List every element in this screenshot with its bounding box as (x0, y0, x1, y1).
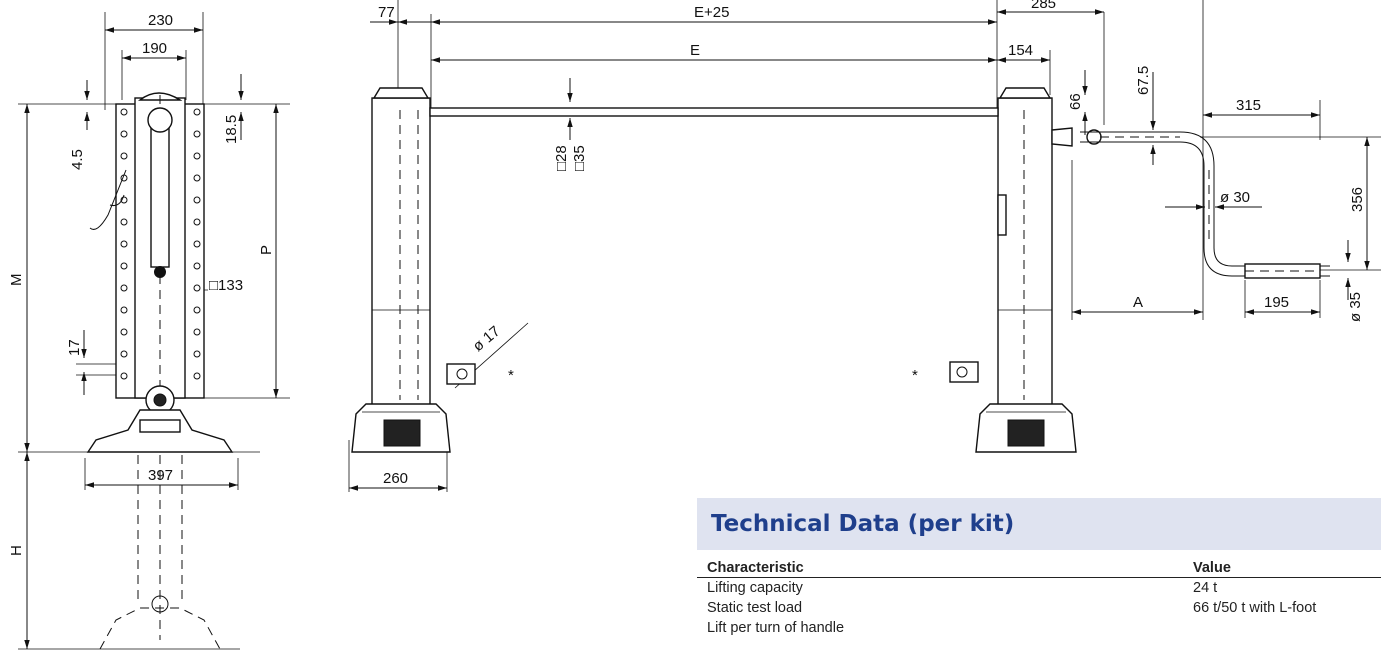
dim-top-width: 285 (1031, 0, 1056, 12)
dim-top-offset: 66 (1067, 93, 1084, 110)
dim-foot-width: 260 (383, 470, 408, 487)
dim-shaft-sq-large: □35 (571, 145, 588, 171)
header-characteristic: Characteristic (697, 558, 1183, 578)
header-value: Value (1183, 558, 1381, 578)
table-header-row: Characteristic Value (697, 558, 1381, 578)
dim-width-inner: 190 (142, 40, 167, 57)
table-row: Static test load 66 t/50 t with L-foot (697, 598, 1381, 618)
row-label: Lift per turn of handle (707, 620, 845, 636)
technical-data-panel: Technical Data (per kit) Characteristic … (697, 498, 1381, 653)
handle-view: 285 67.5 315 356 ø 30 A 195 ø 35 (997, 0, 1381, 322)
dim-grip-length: 195 (1264, 294, 1289, 311)
mounting-holes (120, 108, 201, 380)
dim-height-H: H (8, 545, 25, 556)
dim-offset-top: 4.5 (69, 149, 86, 170)
dim-shaft-sq-small: □28 (553, 145, 570, 171)
dim-rod-dia: ø 30 (1220, 189, 1250, 206)
front-view: 230 190 M H 4.5 18.5 P 17 □133 397 (8, 12, 290, 650)
handle-hook (89, 169, 127, 230)
marker-right: * (912, 367, 918, 384)
row-label: Lifting capacity (707, 580, 803, 596)
dim-foot-width: 397 (148, 467, 173, 484)
dim-tube-square: □133 (209, 277, 243, 294)
dim-overall: E+25 (694, 4, 729, 21)
dim-offset-right: 18.5 (223, 115, 240, 144)
dim-axis-height: 67.5 (1135, 66, 1152, 95)
dim-right-offset: 154 (1008, 42, 1033, 59)
dim-height-M: M (8, 274, 25, 287)
row-value (1183, 618, 1381, 638)
dim-shaft-length: E (690, 42, 700, 59)
crank-rod-top (1080, 131, 1330, 267)
dim-length-A: A (1133, 294, 1143, 311)
dim-height: 356 (1349, 187, 1366, 212)
row-value: 24 t (1193, 580, 1218, 596)
connecting-shaft (429, 107, 999, 117)
dim-left-offset: 77 (378, 4, 395, 21)
technical-data-table: Characteristic Value Lifting capacity 24… (697, 558, 1381, 638)
dim-reach: 315 (1236, 97, 1261, 114)
row-value: 66 t/50 t with L-foot (1193, 600, 1317, 616)
dim-width-top: 230 (148, 12, 173, 29)
dim-height-P: P (258, 245, 275, 255)
table-row: Lifting capacity 24 t (697, 578, 1381, 599)
technical-data-title: Technical Data (per kit) (697, 498, 1381, 550)
dim-grip-dia: ø 35 (1347, 292, 1364, 322)
dim-hole: ø 17 (470, 323, 504, 355)
dim-offset-lower: 17 (66, 339, 83, 356)
gear-shaft-circle (154, 266, 166, 278)
table-row: Lift per turn of handle (697, 618, 1381, 638)
side-view: 77 E+25 E 154 □28 □35 66 260 (348, 0, 1088, 492)
marker-left: * (508, 367, 514, 384)
row-label: Static test load (707, 600, 803, 616)
